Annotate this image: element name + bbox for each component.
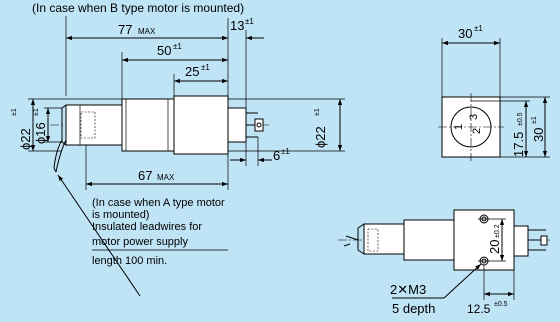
- dim-phi22-left-value: ϕ22: [18, 128, 33, 150]
- dim-30-right-tol: ±1: [531, 116, 538, 124]
- note-a-type-1: (In case when A type motor: [92, 197, 225, 209]
- dim-50-value: 50: [157, 43, 171, 58]
- dim-12-5-tol: ±0.5: [494, 301, 508, 308]
- notes: (In case when B type motor is mounted) (…: [32, 1, 244, 267]
- dim-phi22-left: ϕ22 ±1: [11, 98, 122, 152]
- dim-13: 13 ±1: [208, 17, 264, 108]
- note-a-type-2: is mounted): [92, 209, 149, 221]
- side-view: [50, 95, 270, 173]
- motor-body: [65, 104, 123, 146]
- note-leadwires-2: motor power supply: [92, 236, 188, 248]
- dim-phi22-left-tol: ±1: [11, 108, 18, 116]
- dim-20: 20 ±0.2: [487, 219, 505, 261]
- dim-6: 6 ±1: [230, 137, 290, 166]
- dim-6-tol: ±1: [281, 147, 290, 156]
- bottom-leadwire: [343, 235, 359, 247]
- dim-67: 67 MAX: [85, 145, 229, 190]
- dim-77-value: 77: [118, 22, 132, 37]
- m3-callout: 2✕M3 5 depth: [390, 263, 482, 316]
- dim-77-max: MAX: [138, 27, 156, 36]
- dim-25-tol: ±1: [201, 63, 210, 72]
- dim-77: 77 MAX: [66, 18, 229, 108]
- dim-30-right: 30 ±1: [500, 96, 550, 158]
- note-length: length 100 min.: [92, 255, 167, 267]
- dim-phi16-tol: ±1: [33, 108, 40, 116]
- dim-phi16-value: ϕ16: [33, 122, 48, 144]
- gearhead-body: [121, 98, 175, 152]
- connector-pin-1: 1: [453, 124, 465, 130]
- leadwire-leader: [57, 174, 141, 297]
- dim-50: 50 ±1: [121, 42, 228, 99]
- dim-25: 25 ±1: [173, 63, 228, 96]
- m3-label: 2✕M3: [390, 282, 426, 297]
- dim-17-5-tol: ±0.5: [517, 112, 524, 126]
- dim-20-value: 20: [487, 240, 502, 254]
- dim-30-top-value: 30: [458, 26, 472, 41]
- dim-phi22-right: ϕ22 ±1: [228, 98, 345, 152]
- dim-6-value: 6: [273, 148, 280, 163]
- bottom-view: [338, 209, 550, 271]
- dim-phi16: ϕ16 ±1: [33, 107, 62, 144]
- connector-pin-3: 3: [468, 114, 480, 120]
- dim-17-5: 17.5 ±0.5: [471, 100, 530, 157]
- dim-20-tol: ±0.2: [494, 224, 501, 238]
- note-leadwires-1: Insulated leadwires for: [92, 221, 202, 233]
- dim-50-tol: ±1: [173, 42, 182, 51]
- note-b-type: (In case when B type motor is mounted): [32, 1, 244, 15]
- dim-phi22-right-value: ϕ22: [313, 126, 328, 148]
- dim-30-top: 30 ±1: [441, 24, 501, 97]
- connector-pin-2: 2: [471, 128, 483, 134]
- front-view: 1 2 3: [438, 93, 504, 161]
- dim-13-value: 13: [230, 18, 244, 33]
- dim-13-tol: ±1: [245, 17, 254, 26]
- dim-67-value: 67: [138, 168, 152, 183]
- dim-30-right-value: 30: [531, 128, 546, 142]
- m3-depth: 5 depth: [392, 301, 435, 316]
- leadwire: [55, 139, 67, 173]
- dim-17-5-value: 17.5: [511, 132, 526, 157]
- dim-67-max: MAX: [157, 173, 175, 182]
- dim-12-5: 12.5 ±0.5: [467, 265, 515, 316]
- dim-30-top-tol: ±1: [474, 24, 483, 33]
- dim-25-value: 25: [185, 64, 199, 79]
- dim-phi22-right-tol: ±1: [314, 108, 321, 116]
- main-body: [173, 95, 229, 155]
- dim-12-5-value: 12.5: [467, 302, 491, 316]
